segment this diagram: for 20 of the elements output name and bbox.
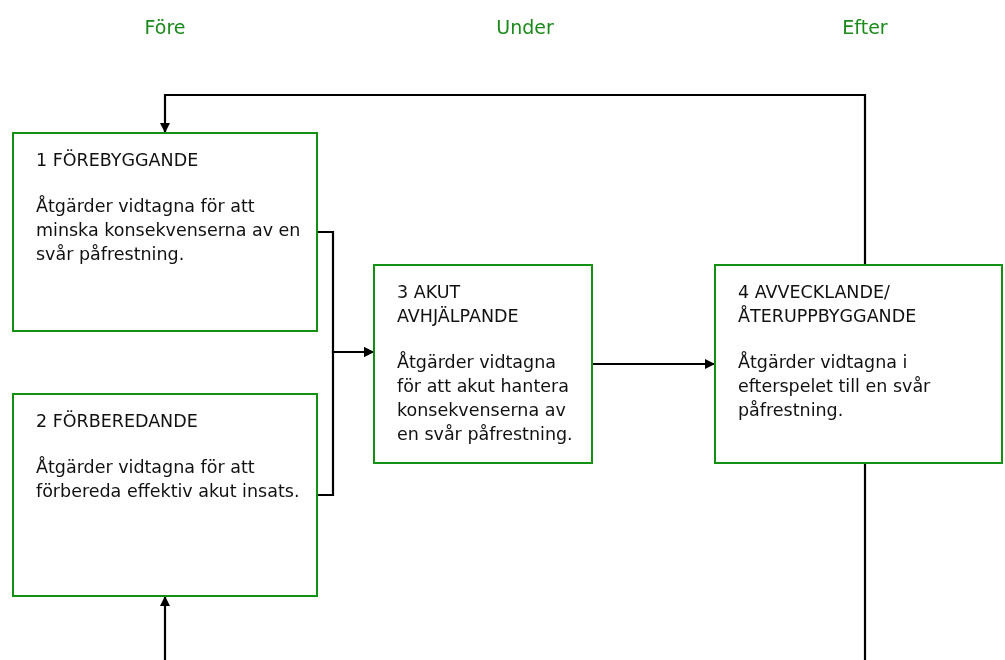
box-heading: 4 AVVECKLANDE/ ÅTERUPPBYGGANDE — [738, 281, 918, 328]
phase-label: Under — [496, 16, 554, 38]
phase-label: Före — [144, 16, 186, 38]
arrow — [160, 93, 867, 264]
box-description: Åtgärder vidtagna i efterspelet till en svår påfrestning. — [738, 350, 932, 422]
process-box — [373, 264, 593, 464]
process-box — [12, 393, 318, 597]
box-heading: 2 FÖRBEREDANDE — [36, 409, 199, 433]
box-description: Åtgärder vidtagna för att minska konsekvenserna av en svår påfrestning. — [36, 194, 302, 266]
box-heading: 1 FÖREBYGGANDE — [36, 148, 200, 172]
box-heading: 3 AKUT AVHJÄLPANDE — [397, 281, 520, 328]
phase-label: Efter — [842, 16, 888, 38]
arrow — [160, 596, 170, 660]
box-description: Åtgärder vidtagna för att förbereda effektiv akut insats. — [36, 455, 301, 503]
process-box — [12, 132, 318, 332]
arrow — [318, 347, 374, 497]
process-box — [714, 264, 1003, 464]
arrow — [593, 359, 715, 369]
connector-line — [863, 464, 867, 660]
box-description: Åtgärder vidtagna för att akut hantera konsekvenserna av en svår påfrestning. — [397, 350, 574, 446]
